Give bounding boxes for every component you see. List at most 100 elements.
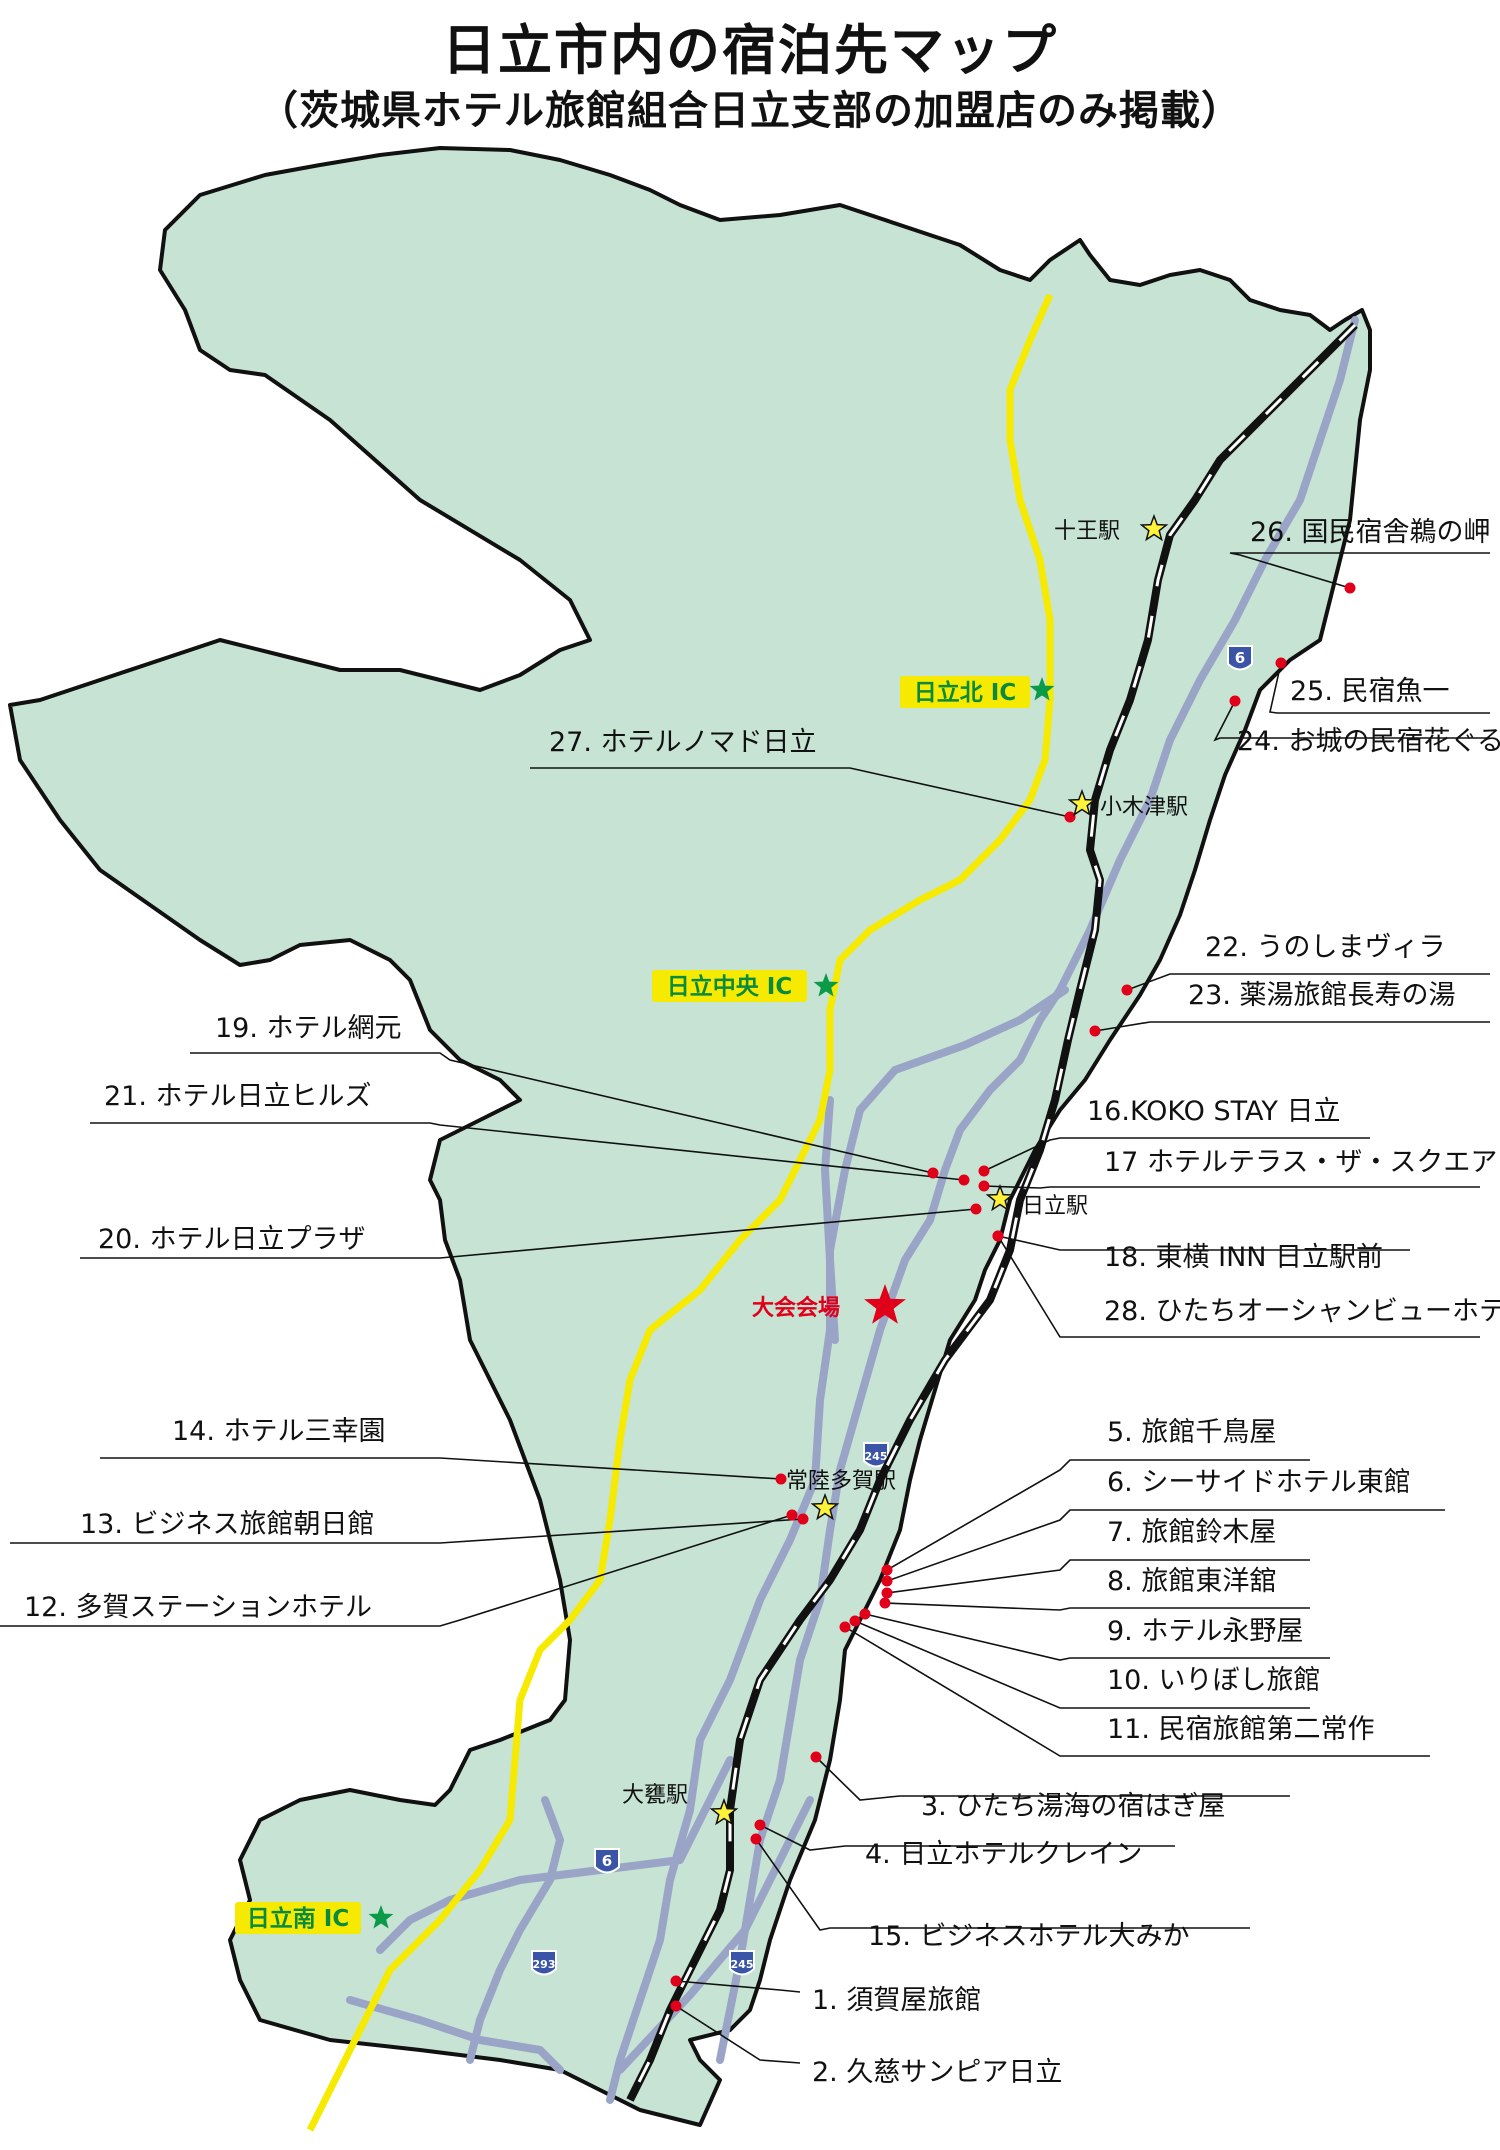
station-label-jyuuou[interactable]: 十王駅 — [1054, 519, 1120, 544]
red-dot-icon[interactable] — [849, 1615, 861, 1627]
lodging-label-21[interactable]: 21. ホテル日立ヒルズ — [104, 1081, 372, 1112]
leader-line-3 — [815, 1756, 1290, 1801]
map-title: 日立市内の宿泊先マップ — [442, 19, 1058, 82]
red-dot-icon[interactable] — [1344, 582, 1356, 594]
red-dot-icon[interactable] — [797, 1513, 809, 1525]
ic-label-south: 日立南 IC — [247, 1905, 349, 1932]
red-dot-icon[interactable] — [978, 1180, 990, 1192]
green-star-icon[interactable] — [368, 1905, 394, 1929]
station-label-hitachitaga[interactable]: 常陸多賀駅 — [786, 1469, 896, 1494]
red-dot-icon[interactable] — [978, 1165, 990, 1177]
ic-label-bg — [652, 970, 807, 1002]
red-dot-icon[interactable] — [881, 1564, 893, 1576]
red-dot-icon[interactable] — [1275, 657, 1287, 669]
green-star-icon[interactable] — [1029, 677, 1055, 701]
red-dot-icon[interactable] — [958, 1174, 970, 1186]
red-dot-icon[interactable] — [927, 1167, 939, 1179]
venue-label[interactable]: 大会会場 — [752, 1295, 840, 1321]
lodging-label-27[interactable]: 27. ホテルノマド日立 — [549, 727, 817, 758]
interchange-central[interactable]: 日立中央 IC — [652, 970, 807, 1002]
red-dot-icon[interactable] — [970, 1203, 982, 1215]
leader-line-5 — [886, 1459, 1310, 1571]
lodging-label-3[interactable]: 3. ひたち湯海の宿はぎ屋 — [921, 1791, 1225, 1822]
route-shield-number: 6 — [602, 1852, 612, 1870]
red-dot-icon[interactable] — [1121, 984, 1133, 996]
leader-line-11 — [844, 1626, 1430, 1757]
lodging-label-18[interactable]: 18. 東横 INN 日立駅前 — [1104, 1242, 1383, 1273]
interchange-south[interactable]: 日立南 IC — [235, 1902, 361, 1934]
yellow-star-icon[interactable] — [810, 1492, 840, 1521]
red-dot-icon[interactable] — [810, 1751, 822, 1763]
yellow-star-icon[interactable] — [709, 1797, 739, 1826]
lodging-label-19[interactable]: 19. ホテル網元 — [215, 1013, 402, 1044]
lodging-label-13[interactable]: 13. ビジネス旅館朝日館 — [80, 1509, 375, 1540]
red-dot-icon[interactable] — [881, 1575, 893, 1587]
red-dot-icon[interactable] — [1089, 1025, 1101, 1037]
red-dot-icon[interactable] — [670, 1975, 682, 1987]
red-star-icon[interactable] — [864, 1284, 906, 1324]
red-dot-icon[interactable] — [881, 1587, 893, 1599]
red-dot-icon[interactable] — [754, 1819, 766, 1831]
station-label-hitachi[interactable]: 日立駅 — [1022, 1194, 1088, 1219]
red-dot-icon[interactable] — [775, 1473, 787, 1485]
station-label-omika[interactable]: 大甕駅 — [622, 1783, 688, 1808]
lodging-label-2[interactable]: 2. 久慈サンピア日立 — [812, 2057, 1062, 2088]
lodging-label-6[interactable]: 6. シーサイドホテル東館 — [1107, 1467, 1411, 1498]
yellow-star-icon[interactable] — [985, 1183, 1015, 1212]
red-dot-icon[interactable] — [839, 1621, 851, 1633]
red-dot-icon[interactable] — [1064, 811, 1076, 823]
lodging-label-5[interactable]: 5. 旅館千鳥屋 — [1107, 1417, 1276, 1448]
red-dot-icon[interactable] — [1229, 695, 1241, 707]
leader-line-17 — [983, 1185, 1480, 1189]
lodging-label-16[interactable]: 16.KOKO STAY 日立 — [1087, 1096, 1340, 1127]
leader-line-7 — [886, 1559, 1310, 1594]
national-road-4 — [821, 1096, 839, 1344]
route-shield-icon: 6 — [1227, 645, 1253, 671]
lodging-label-12[interactable]: 12. 多賀ステーションホテル — [24, 1592, 372, 1623]
lodging-label-1[interactable]: 1. 須賀屋旅館 — [812, 1985, 981, 2016]
route-shield-icon: 6 — [594, 1848, 620, 1874]
red-dot-icon[interactable] — [750, 1833, 762, 1845]
leader-line-23 — [1094, 1021, 1490, 1032]
lodging-label-22[interactable]: 22. うのしまヴィラ — [1205, 932, 1446, 963]
leader-lines-layer — [0, 552, 1490, 2064]
lodging-label-9[interactable]: 9. ホテル永野屋 — [1107, 1616, 1303, 1647]
lodging-label-7[interactable]: 7. 旅館鈴木屋 — [1107, 1517, 1276, 1548]
yellow-star-icon[interactable] — [1067, 788, 1097, 817]
expressway-road — [306, 293, 1054, 2132]
route-shield-number: 6 — [1235, 649, 1245, 667]
station-label-ogitsu[interactable]: 小木津駅 — [1100, 795, 1188, 820]
red-dot-icon[interactable] — [859, 1608, 871, 1620]
lodging-label-4[interactable]: 4. 日立ホテルクレイン — [865, 1839, 1142, 1870]
lodging-label-15[interactable]: 15. ビジネスホテル大みか — [868, 1921, 1190, 1952]
lodging-label-14[interactable]: 14. ホテル三幸園 — [172, 1416, 386, 1447]
lodging-label-28[interactable]: 28. ひたちオーシャンビューホテル&リゾート — [1104, 1296, 1500, 1327]
leader-line-22 — [1126, 973, 1490, 991]
lodging-label-8[interactable]: 8. 旅館東洋舘 — [1107, 1566, 1276, 1597]
route-shield-number: 293 — [533, 1958, 556, 1971]
lodging-label-11[interactable]: 11. 民宿旅館第二常作 — [1107, 1714, 1375, 1745]
lodging-label-20[interactable]: 20. ホテル日立プラザ — [98, 1224, 366, 1255]
interchange-north[interactable]: 日立北 IC — [900, 676, 1030, 708]
lodging-label-26[interactable]: 26. 国民宿舎鵜の岬 — [1250, 517, 1491, 548]
red-dot-icon[interactable] — [786, 1509, 798, 1521]
lodging-label-24[interactable]: 24. お城の民宿花ぐるま — [1237, 726, 1500, 757]
national-road-1 — [716, 316, 1359, 2064]
leader-line-19 — [190, 1052, 934, 1174]
leader-line-12 — [0, 1514, 793, 1627]
lodging-label-23[interactable]: 23. 薬湯旅館長寿の湯 — [1188, 980, 1456, 1011]
lodging-label-17[interactable]: 17 ホテルテラス・ザ・スクエア日立 — [1104, 1147, 1500, 1178]
red-dot-icon[interactable] — [879, 1597, 891, 1609]
red-dot-icon[interactable] — [992, 1230, 1004, 1242]
leader-line-24 — [1213, 700, 1490, 742]
leader-line-4 — [759, 1824, 1175, 1851]
red-dot-icon[interactable] — [670, 2000, 682, 2012]
green-star-icon[interactable] — [813, 973, 839, 997]
lodging-label-10[interactable]: 10. いりぼし旅館 — [1107, 1665, 1321, 1696]
lodging-label-25[interactable]: 25. 民宿魚一 — [1290, 676, 1450, 707]
leader-line-18 — [997, 1235, 1410, 1251]
yellow-star-icon[interactable] — [1139, 513, 1169, 542]
leader-line-8 — [884, 1602, 1310, 1611]
leader-line-6 — [886, 1509, 1445, 1582]
